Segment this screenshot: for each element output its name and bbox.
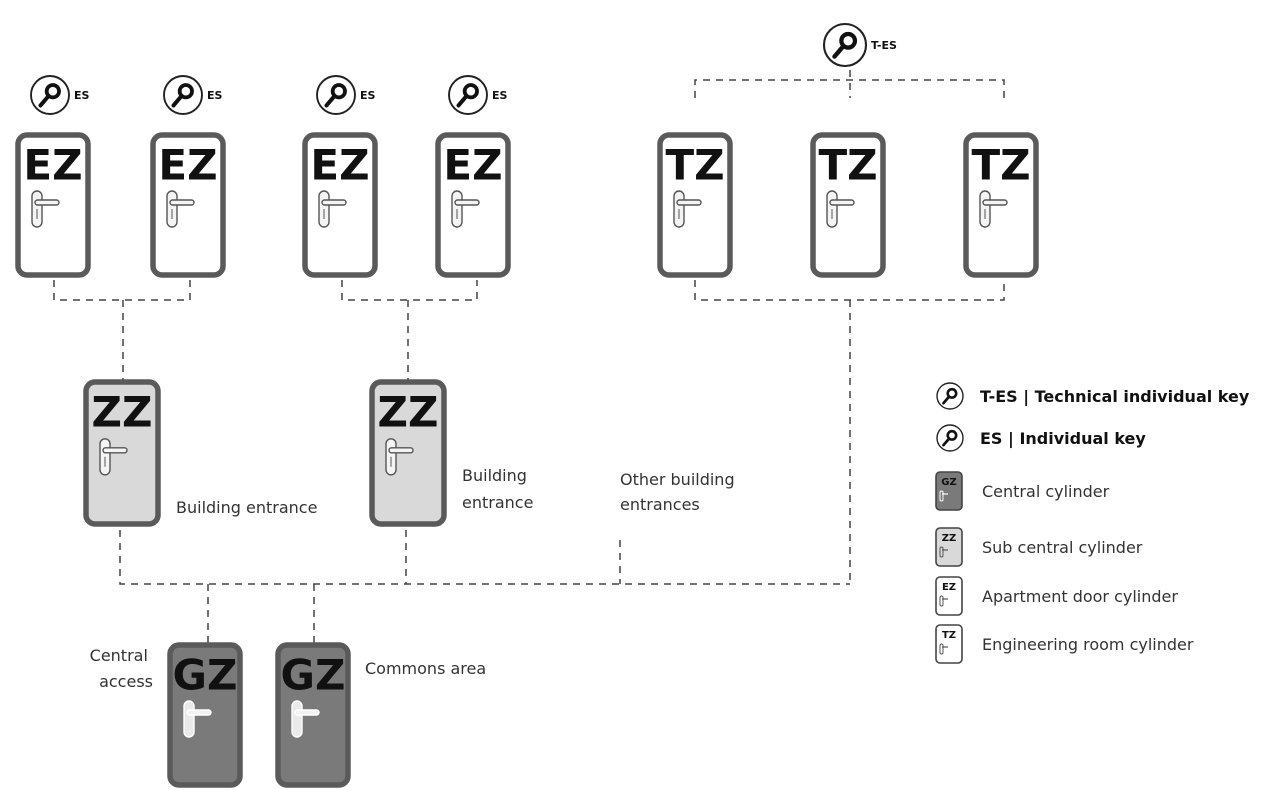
connector-line (694, 79, 1005, 98)
legend-code: ZZ (942, 533, 957, 544)
connector-lines (53, 70, 1005, 643)
caption-building-entrance-2: Building entrance (462, 466, 533, 512)
door-handle-icon (826, 190, 855, 228)
keys-layer: ES ES ES ES T-ES (30, 22, 897, 115)
door-tz-2: TZ (810, 132, 886, 278)
connector-line (53, 280, 191, 301)
door-ez-4: EZ (435, 132, 511, 278)
legend-central-label: Central cylinder (982, 482, 1110, 501)
key-es-4-label: ES (492, 89, 508, 102)
key-icon (936, 424, 964, 452)
door-handle-icon (31, 190, 60, 228)
connector-line (119, 530, 850, 585)
door-tz-3: TZ (963, 132, 1039, 278)
door-code-label: ZZ (92, 388, 153, 437)
door-gz-2: GZ (275, 642, 351, 788)
door-handle-icon (451, 190, 480, 228)
door-code-label: EZ (23, 141, 82, 190)
caption-building-entrance-1: Building entrance (176, 498, 317, 517)
door-code-label: TZ (971, 141, 1030, 190)
key-icon (448, 75, 488, 115)
connector-line (694, 280, 1005, 301)
door-handle-icon (291, 700, 320, 738)
door-handle-icon (979, 190, 1008, 228)
door-ez-2: EZ (150, 132, 226, 278)
door-code-label: TZ (665, 141, 724, 190)
door-code-label: EZ (158, 141, 217, 190)
key-icon (822, 22, 868, 68)
door-code-label: EZ (443, 141, 502, 190)
key-es-1-label: ES (74, 89, 90, 102)
door-code-label: GZ (173, 651, 238, 700)
legend-engineering-label: Engineering room cylinder (982, 635, 1194, 654)
doors-layer: EZ EZ EZ EZ TZ TZ TZ ZZ ZZ GZ GZ (15, 132, 1039, 788)
legend-code: EZ (942, 582, 956, 593)
door-zz-2: ZZ (369, 379, 447, 527)
door-code-label: GZ (281, 651, 346, 700)
key-es-3-label: ES (360, 89, 376, 102)
door-ez-1: EZ (15, 132, 91, 278)
caption-central-access: Central access (90, 646, 153, 691)
door-handle-icon (385, 438, 414, 476)
legend: T-ES | Technical individual key ES | Indi… (935, 382, 1250, 664)
legend-apartment-label: Apartment door cylinder (982, 587, 1178, 606)
door-ez-3: EZ (302, 132, 378, 278)
door-handle-icon (673, 190, 702, 228)
key-t-es-label: T-ES (871, 39, 897, 52)
legend-code: TZ (942, 630, 956, 641)
key-icon (936, 382, 964, 410)
door-handle-icon (318, 190, 347, 228)
legend-apartment-icon: EZ (935, 576, 963, 616)
door-code-label: TZ (818, 141, 877, 190)
door-handle-icon (166, 190, 195, 228)
key-es-2-label: ES (207, 89, 223, 102)
legend-central-icon: GZ (935, 471, 963, 511)
legend-es: ES | Individual key (980, 429, 1146, 449)
door-zz-1: ZZ (83, 379, 161, 527)
caption-commons-area: Commons area (365, 659, 486, 678)
door-handle-icon (183, 700, 212, 738)
door-code-label: ZZ (378, 388, 439, 437)
captions: Building entrance Building entrance Othe… (90, 466, 740, 691)
connector-line (341, 280, 478, 301)
key-icon (316, 75, 356, 115)
caption-other-entrances: Other building entrances (620, 470, 740, 514)
legend-sub-central-label: Sub central cylinder (982, 538, 1143, 557)
key-icon (163, 75, 203, 115)
door-tz-1: TZ (657, 132, 733, 278)
legend-sub-central-icon: ZZ (935, 527, 963, 567)
key-icon (30, 75, 70, 115)
door-handle-icon (99, 438, 128, 476)
legend-code: GZ (941, 477, 956, 488)
door-code-label: EZ (310, 141, 369, 190)
legend-engineering-icon: TZ (935, 624, 963, 664)
door-gz-1: GZ (167, 642, 243, 788)
legend-t-es: T-ES | Technical individual key (980, 387, 1250, 407)
